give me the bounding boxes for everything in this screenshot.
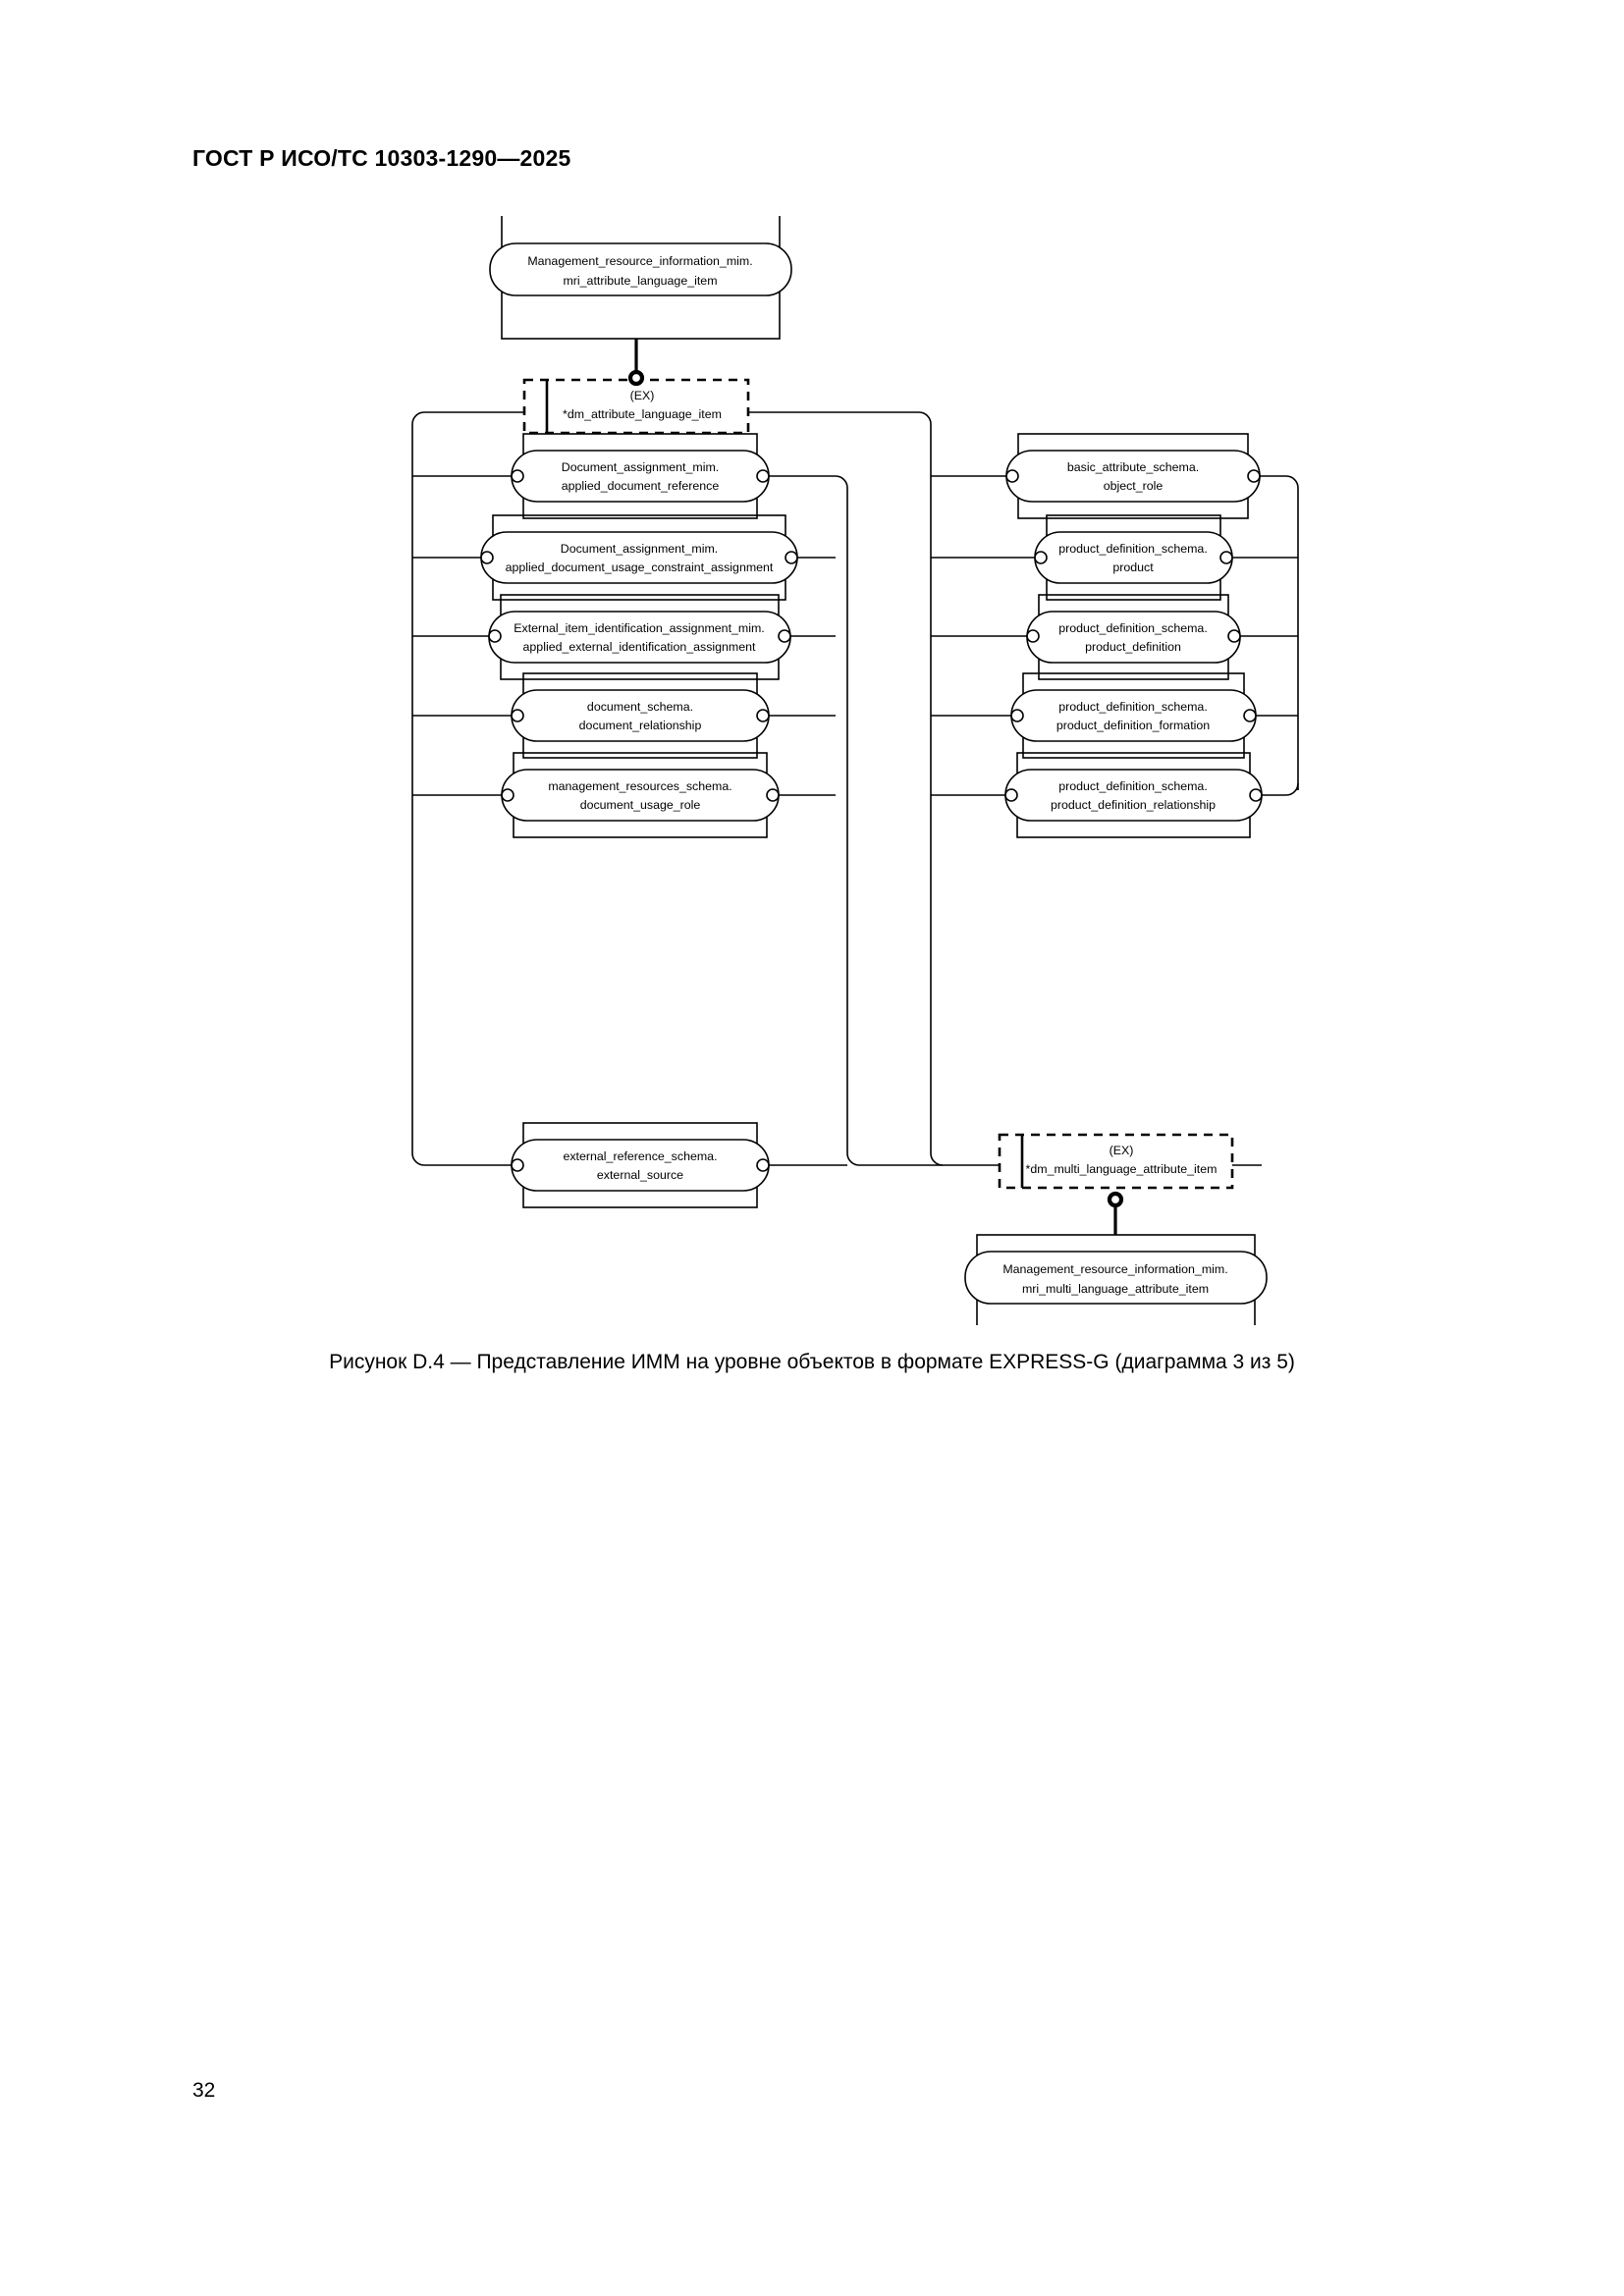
entity-name-label: mri_attribute_language_item xyxy=(563,274,717,288)
entity-schema-label: document_schema. xyxy=(587,700,693,714)
entity-node-left-6[interactable]: external_reference_schema. external_sour… xyxy=(511,1122,770,1208)
left-collect-bus xyxy=(757,475,1000,1166)
entity-node-right-1[interactable]: basic_attribute_schema. object_role xyxy=(1005,433,1261,519)
entity-node-right-4[interactable]: product_definition_schema. product_defin… xyxy=(1010,672,1257,759)
entity-node-bottom[interactable]: Management_resource_information_mim. mri… xyxy=(964,1234,1268,1325)
select-name-label: *dm_multi_language_attribute_item xyxy=(1026,1162,1218,1176)
entity-name-label: product_definition_relationship xyxy=(1051,798,1216,812)
select-node-top[interactable]: (EX) *dm_attribute_language_item xyxy=(522,369,750,435)
entity-schema-label: product_definition_schema. xyxy=(1058,621,1208,635)
entity-name-label: applied_document_usage_constraint_assign… xyxy=(506,561,774,574)
diagram-svg: Management_resource_information_mim. mri… xyxy=(411,216,1299,1325)
entity-node-right-3[interactable]: product_definition_schema. product_defin… xyxy=(1026,594,1241,680)
entity-name-label: product_definition_formation xyxy=(1056,719,1210,732)
select-ex-label: (EX) xyxy=(1110,1144,1134,1157)
entity-node-left-5[interactable]: management_resources_schema. document_us… xyxy=(501,752,780,838)
page-title: ГОСТ Р ИСО/ТС 10303-1290—2025 xyxy=(192,145,571,171)
entity-name-label: external_source xyxy=(597,1168,683,1182)
entity-schema-label: product_definition_schema. xyxy=(1058,542,1208,556)
left-bus-spine xyxy=(411,411,524,1166)
entity-node-left-1[interactable]: Document_assignment_mim. applied_documen… xyxy=(511,433,770,519)
entity-node-right-2[interactable]: product_definition_schema. product xyxy=(1034,514,1233,601)
select-node-bottom[interactable]: (EX) *dm_multi_language_attribute_item xyxy=(998,1133,1234,1208)
entity-schema-label: management_resources_schema. xyxy=(548,779,731,793)
entity-name-label: document_usage_role xyxy=(580,798,701,812)
entity-node-left-2[interactable]: Document_assignment_mim. applied_documen… xyxy=(480,514,798,601)
connector-lines xyxy=(411,339,1299,1235)
entity-schema-label: Management_resource_information_mim. xyxy=(527,254,752,268)
entity-schema-label: Management_resource_information_mim. xyxy=(1002,1262,1227,1276)
select-ex-label: (EX) xyxy=(630,389,655,402)
entity-schema-label: product_definition_schema. xyxy=(1058,779,1208,793)
entity-name-label: applied_document_reference xyxy=(562,479,720,493)
select-name-label: *dm_attribute_language_item xyxy=(563,407,722,421)
entity-schema-label: external_reference_schema. xyxy=(563,1149,717,1163)
entity-schema-label: Document_assignment_mim. xyxy=(561,542,718,556)
right-collect-bus xyxy=(1248,475,1299,790)
entity-schema-label: product_definition_schema. xyxy=(1058,700,1208,714)
entity-node-left-4[interactable]: document_schema. document_relationship xyxy=(511,672,770,759)
entity-name-label: applied_external_identification_assignme… xyxy=(523,640,757,654)
entity-name-label: mri_multi_language_attribute_item xyxy=(1022,1282,1209,1296)
entity-name-label: object_role xyxy=(1104,479,1164,493)
figure-express-g-diagram: Management_resource_information_mim. mri… xyxy=(0,216,1624,1325)
entity-node-right-5[interactable]: product_definition_schema. product_defin… xyxy=(1004,752,1263,838)
entity-schema-label: Document_assignment_mim. xyxy=(562,460,719,474)
entity-node-top[interactable]: Management_resource_information_mim. mri… xyxy=(489,216,792,340)
entity-schema-label: basic_attribute_schema. xyxy=(1067,460,1199,474)
entity-name-label: product xyxy=(1112,561,1154,574)
page-number: 32 xyxy=(192,2079,216,2102)
entity-name-label: product_definition xyxy=(1085,640,1181,654)
right-collect-stub-5 xyxy=(1250,782,1299,796)
right-bus-spine xyxy=(748,411,944,1166)
entity-node-left-3[interactable]: External_item_identification_assignment_… xyxy=(488,594,791,680)
entity-name-label: document_relationship xyxy=(579,719,702,732)
entity-schema-label: External_item_identification_assignment_… xyxy=(514,621,765,635)
figure-caption: Рисунок D.4 — Представление ИММ на уровн… xyxy=(329,1351,1295,1373)
